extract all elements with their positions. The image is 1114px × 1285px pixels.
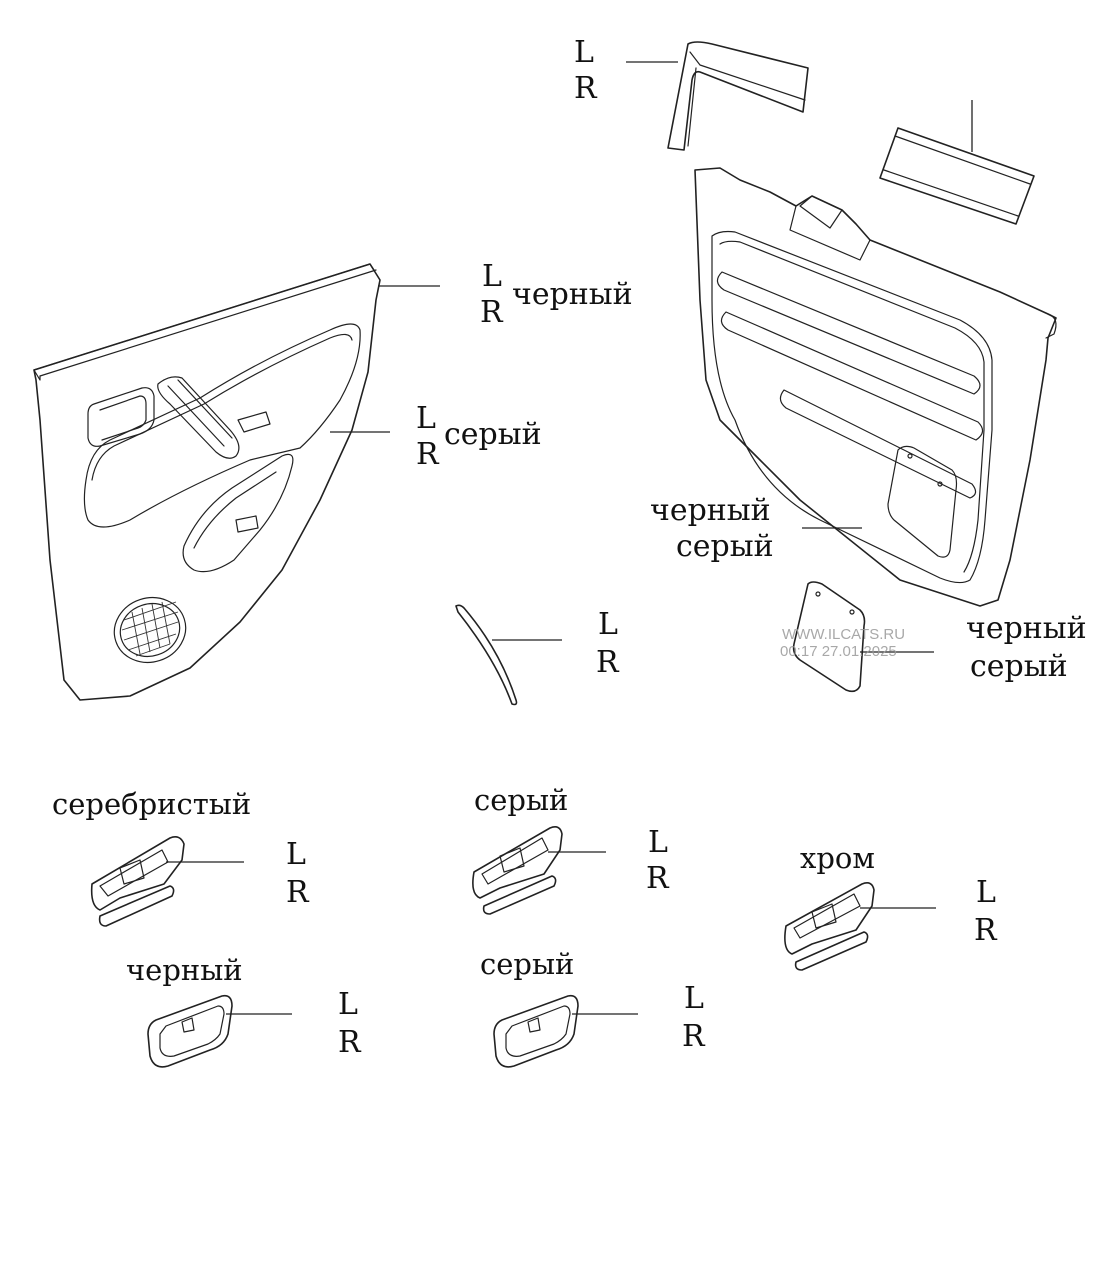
handle-chrome-title: хром	[800, 841, 875, 875]
door-insert-color: серый	[444, 417, 542, 452]
handle-grey-l: L	[648, 825, 668, 860]
trim-strip-part[interactable]	[879, 127, 1035, 225]
handle-bezel-grey-part[interactable]	[493, 994, 579, 1068]
bezel-grey-title: серый	[480, 947, 575, 981]
handle-bezel-black-part[interactable]	[147, 994, 233, 1068]
handle-grey-r: R	[646, 861, 669, 896]
handle-silver-l: L	[286, 837, 306, 872]
backdoor-color-2: серый	[676, 529, 774, 564]
pillar-label-r: R	[596, 645, 619, 680]
handle-silver-title: серебристый	[52, 787, 252, 821]
bezel-grey-r: R	[682, 1019, 705, 1054]
door-trim-label-l: L	[482, 259, 502, 294]
inner-handle-grey-part[interactable]	[472, 826, 563, 915]
window-moulding-part[interactable]	[667, 41, 809, 151]
watermark-stamp: 00:17 27.01.2025	[780, 643, 897, 660]
watermark-site: WWW.ILCATS.RU	[782, 626, 906, 643]
cover-color-2: серый	[970, 649, 1068, 684]
door-insert-label-l: L	[416, 401, 436, 436]
backdoor-color-1: черный	[650, 493, 771, 528]
handle-silver-r: R	[286, 875, 309, 910]
moulding-label-r: R	[574, 71, 597, 106]
moulding-label-l: L	[574, 35, 594, 70]
backdoor-trim-panel[interactable]	[694, 167, 1057, 607]
pillar-label-l: L	[598, 607, 618, 642]
pillar-trim-part[interactable]	[455, 604, 518, 706]
bezel-black-l: L	[338, 987, 358, 1022]
inner-handle-chrome-part[interactable]	[784, 882, 875, 971]
door-trim-label-r: R	[480, 295, 503, 330]
handle-chrome-l: L	[976, 875, 996, 910]
bezel-black-title: черный	[126, 953, 243, 987]
bezel-black-r: R	[338, 1025, 361, 1060]
handle-grey-title: серый	[474, 783, 569, 817]
door-trim-panel[interactable]	[33, 263, 381, 701]
cover-color-1: черный	[966, 611, 1087, 646]
service-cover-part[interactable]	[792, 581, 866, 693]
bezel-grey-l: L	[684, 981, 704, 1016]
inner-handle-silver-part[interactable]	[90, 836, 185, 927]
door-trim-color: черный	[512, 277, 633, 312]
handle-chrome-r: R	[974, 913, 997, 948]
door-insert-label-r: R	[416, 437, 439, 472]
